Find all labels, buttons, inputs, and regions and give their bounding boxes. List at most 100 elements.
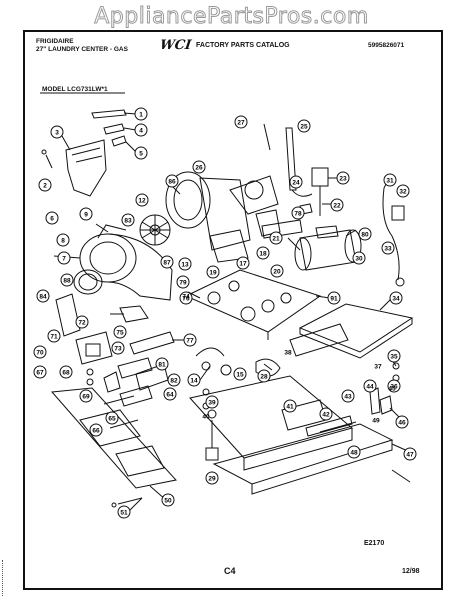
callout-88: 88 bbox=[60, 273, 74, 287]
callout-82: 82 bbox=[167, 373, 181, 387]
callout-25: 25 bbox=[297, 119, 311, 133]
svg-text:13: 13 bbox=[181, 261, 189, 268]
svg-text:25: 25 bbox=[300, 123, 308, 130]
svg-text:44: 44 bbox=[366, 383, 374, 390]
callout-19: 19 bbox=[206, 265, 220, 279]
callout-77: 77 bbox=[183, 333, 197, 347]
svg-text:88: 88 bbox=[63, 277, 71, 284]
svg-text:80: 80 bbox=[361, 231, 369, 238]
callout-72: 72 bbox=[75, 315, 89, 329]
callout-68: 68 bbox=[59, 365, 73, 379]
callout-35: 35 bbox=[387, 349, 401, 363]
callout-30: 30 bbox=[352, 251, 366, 265]
callout-48: 48 bbox=[347, 445, 361, 459]
svg-text:21: 21 bbox=[272, 235, 280, 242]
svg-text:68: 68 bbox=[62, 369, 70, 376]
svg-text:12: 12 bbox=[138, 197, 146, 204]
callout-45: 45 bbox=[388, 385, 396, 392]
svg-text:46: 46 bbox=[398, 419, 406, 426]
svg-text:30: 30 bbox=[355, 255, 363, 262]
svg-text:83: 83 bbox=[124, 217, 132, 224]
scan-artifact bbox=[2, 560, 6, 596]
callout-34: 34 bbox=[389, 291, 403, 305]
svg-text:73: 73 bbox=[114, 345, 122, 352]
catalog-title: FACTORY PARTS CATALOG bbox=[196, 42, 290, 49]
callout-86: 86 bbox=[165, 174, 179, 188]
callout-8: 8 bbox=[56, 233, 70, 247]
callout-1: 1 bbox=[134, 107, 148, 121]
callout-3: 3 bbox=[50, 125, 64, 139]
callout-81: 81 bbox=[155, 357, 169, 371]
callout-44: 44 bbox=[363, 379, 377, 393]
callout-47: 47 bbox=[403, 447, 417, 461]
svg-text:4: 4 bbox=[139, 127, 143, 134]
callout-79: 79 bbox=[176, 275, 190, 289]
svg-text:28: 28 bbox=[260, 373, 268, 380]
svg-text:14: 14 bbox=[190, 377, 198, 384]
svg-text:27: 27 bbox=[237, 119, 245, 126]
callout-84: 84 bbox=[36, 289, 50, 303]
page-number: C4 bbox=[224, 566, 236, 576]
svg-text:26: 26 bbox=[195, 164, 203, 171]
svg-text:78: 78 bbox=[294, 210, 302, 217]
callout-36: 36 bbox=[387, 379, 401, 393]
svg-text:82: 82 bbox=[170, 377, 178, 384]
catalog-number: 5995826071 bbox=[368, 42, 405, 49]
svg-text:51: 51 bbox=[120, 509, 128, 516]
svg-text:7: 7 bbox=[62, 255, 66, 262]
svg-text:77: 77 bbox=[186, 337, 194, 344]
svg-text:75: 75 bbox=[116, 329, 124, 336]
callout-22: 22 bbox=[330, 198, 344, 212]
svg-text:71: 71 bbox=[50, 333, 58, 340]
callout-69: 69 bbox=[79, 389, 93, 403]
callout-2: 2 bbox=[38, 178, 52, 192]
svg-text:86: 86 bbox=[168, 178, 176, 185]
svg-text:40: 40 bbox=[202, 413, 210, 420]
svg-text:70: 70 bbox=[36, 349, 44, 356]
callout-29: 29 bbox=[205, 471, 219, 485]
svg-text:42: 42 bbox=[322, 411, 330, 418]
svg-text:31: 31 bbox=[386, 177, 394, 184]
callout-41: 41 bbox=[283, 399, 297, 413]
callout-70: 70 bbox=[33, 345, 47, 359]
callout-87: 87 bbox=[160, 255, 174, 269]
callout-23: 23 bbox=[336, 171, 350, 185]
svg-text:39: 39 bbox=[208, 399, 216, 406]
callout-66: 66 bbox=[89, 423, 103, 437]
svg-text:33: 33 bbox=[384, 245, 392, 252]
callout-18: 18 bbox=[256, 246, 270, 260]
svg-text:74: 74 bbox=[182, 293, 190, 300]
callout-17: 17 bbox=[236, 256, 250, 270]
callout-43: 43 bbox=[341, 389, 355, 403]
svg-text:50: 50 bbox=[164, 497, 172, 504]
callout-37: 37 bbox=[374, 363, 382, 370]
callout-83: 83 bbox=[121, 213, 135, 227]
callout-33: 33 bbox=[381, 241, 395, 255]
callout-75: 75 bbox=[113, 325, 127, 339]
svg-text:34: 34 bbox=[392, 295, 400, 302]
callout-73: 73 bbox=[111, 341, 125, 355]
callout-78: 78 bbox=[291, 206, 305, 220]
diagram-frame bbox=[23, 30, 443, 590]
svg-text:81: 81 bbox=[158, 361, 166, 368]
svg-text:48: 48 bbox=[350, 449, 358, 456]
brand-label: FRIGIDAIRE bbox=[36, 38, 74, 45]
svg-text:24: 24 bbox=[292, 179, 300, 186]
product-subtitle: 27" LAUNDRY CENTER - GAS bbox=[36, 46, 128, 53]
callout-12: 12 bbox=[135, 193, 149, 207]
svg-text:38: 38 bbox=[284, 349, 292, 356]
catalog-date: 12/98 bbox=[402, 568, 420, 575]
svg-text:47: 47 bbox=[406, 451, 414, 458]
svg-text:65: 65 bbox=[108, 415, 116, 422]
callout-4: 4 bbox=[134, 123, 148, 137]
callout-9: 9 bbox=[79, 207, 93, 221]
callout-15: 15 bbox=[233, 367, 247, 381]
svg-text:45: 45 bbox=[388, 385, 396, 392]
svg-text:3: 3 bbox=[55, 129, 59, 136]
callout-7: 7 bbox=[57, 251, 71, 265]
callout-31: 31 bbox=[383, 173, 397, 187]
svg-text:72: 72 bbox=[78, 319, 86, 326]
callout-51: 51 bbox=[117, 505, 131, 519]
